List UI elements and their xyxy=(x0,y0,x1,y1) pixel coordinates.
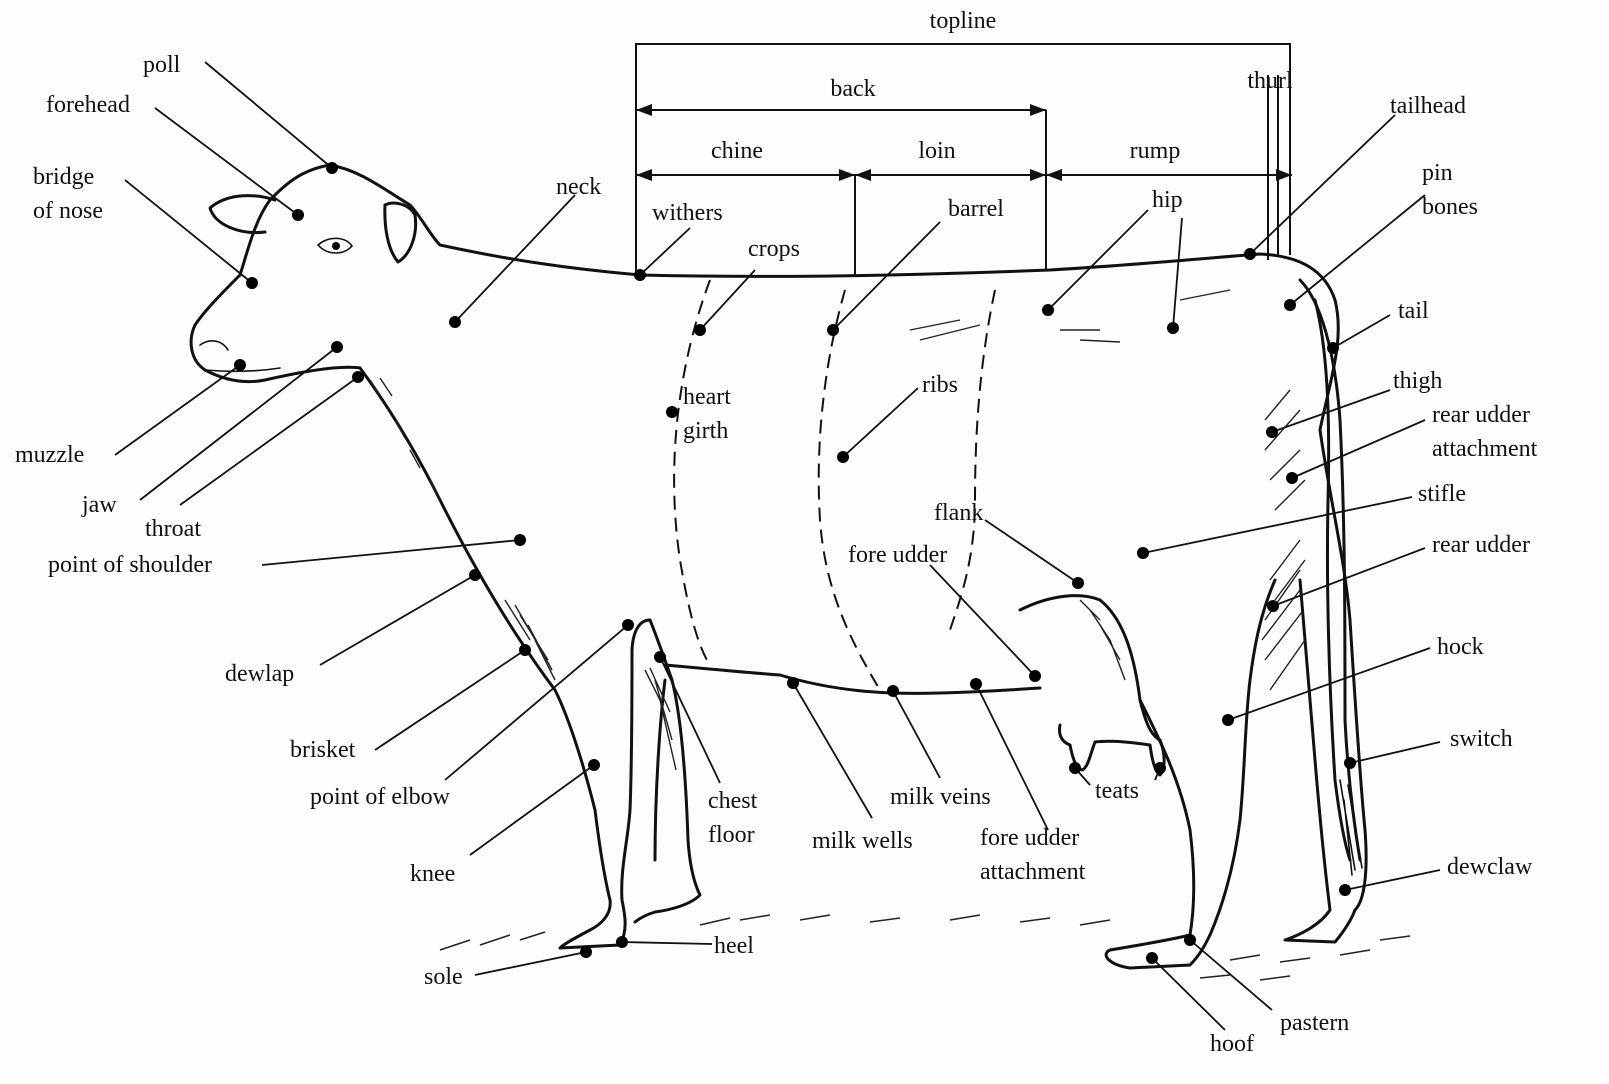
label-teats: teats xyxy=(1095,778,1139,804)
label-fore-udder-attachment-line2: attachment xyxy=(980,859,1086,885)
leader-lines xyxy=(115,62,1440,1030)
label-pin-bones-line2: bones xyxy=(1422,194,1478,220)
label-flank: flank xyxy=(934,500,983,526)
label-heel: heel xyxy=(714,933,754,959)
label-fore-udder-attachment-line1: fore udder xyxy=(980,825,1079,851)
label-withers: withers xyxy=(652,200,723,226)
label-hip: hip xyxy=(1152,187,1183,213)
label-bridge-of-nose-line1: bridge xyxy=(33,164,94,190)
label-throat: throat xyxy=(145,516,201,542)
label-chine: chine xyxy=(711,138,763,164)
labels: topline back chine loin rump thurl tailh… xyxy=(15,8,1538,1057)
label-jaw: jaw xyxy=(81,492,117,518)
shading-hatch xyxy=(370,290,1305,770)
label-switch: switch xyxy=(1450,726,1513,752)
label-milk-veins: milk veins xyxy=(890,784,991,810)
label-tail: tail xyxy=(1398,298,1429,324)
label-bridge-of-nose-line2: of nose xyxy=(33,198,103,224)
label-barrel: barrel xyxy=(948,196,1004,222)
label-poll: poll xyxy=(143,52,181,78)
label-fore-udder: fore udder xyxy=(848,542,947,568)
label-tailhead: tailhead xyxy=(1390,93,1466,119)
label-topline: topline xyxy=(930,8,997,34)
label-ribs: ribs xyxy=(922,372,958,398)
label-hoof: hoof xyxy=(1210,1031,1254,1057)
label-dewlap: dewlap xyxy=(225,661,294,687)
label-thigh: thigh xyxy=(1393,368,1442,394)
label-thurl: thurl xyxy=(1247,68,1293,94)
label-pastern: pastern xyxy=(1280,1010,1349,1036)
label-rump: rump xyxy=(1130,138,1181,164)
label-point-of-elbow: point of elbow xyxy=(310,784,451,810)
label-knee: knee xyxy=(410,861,455,887)
label-rear-udder-attachment-line2: attachment xyxy=(1432,436,1538,462)
label-muzzle: muzzle xyxy=(15,442,84,468)
label-neck: neck xyxy=(556,174,601,200)
label-chest-floor-line1: chest xyxy=(708,788,758,814)
label-dewclaw: dewclaw xyxy=(1447,854,1533,880)
cow-body xyxy=(191,165,1366,968)
label-back: back xyxy=(830,76,875,102)
label-forehead: forehead xyxy=(46,92,130,118)
label-rear-udder-attachment-line1: rear udder xyxy=(1432,402,1530,428)
girth-dashed-lines xyxy=(674,280,995,690)
label-chest-floor-line2: floor xyxy=(708,822,755,848)
label-brisket: brisket xyxy=(290,737,356,763)
label-crops: crops xyxy=(748,236,800,262)
label-sole: sole xyxy=(424,964,463,990)
label-hock: hock xyxy=(1437,634,1484,660)
label-pin-bones-line1: pin xyxy=(1422,160,1453,186)
label-stifle: stifle xyxy=(1418,481,1466,507)
label-heart-girth-line1: heart xyxy=(683,384,731,410)
label-milk-wells: milk wells xyxy=(812,828,913,854)
anatomy-points xyxy=(234,162,1356,964)
label-heart-girth-line2: girth xyxy=(683,418,728,444)
label-point-of-shoulder: point of shoulder xyxy=(48,552,212,578)
label-rear-udder: rear udder xyxy=(1432,532,1530,558)
label-loin: loin xyxy=(918,138,955,164)
